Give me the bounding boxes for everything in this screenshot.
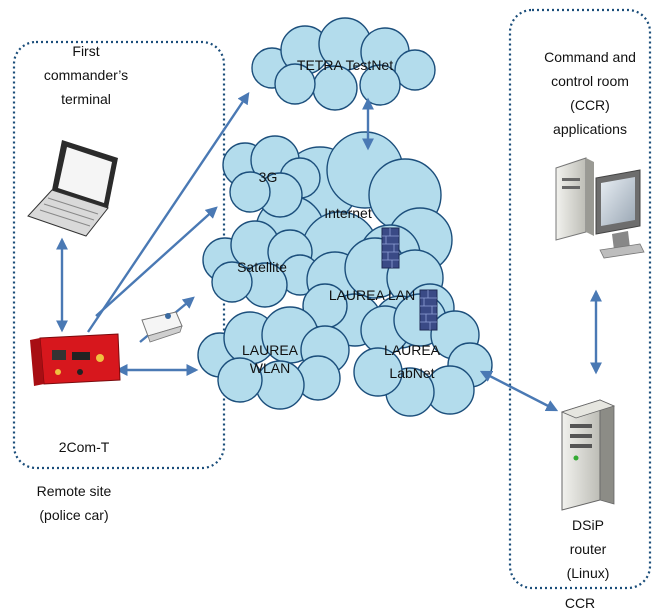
ccr-label: CCR — [565, 595, 595, 611]
arrow-labnet-router — [479, 370, 559, 412]
cloud-label-satellite: Satellite — [237, 259, 287, 275]
router-label-3: (Linux) — [567, 565, 610, 581]
device-label: 2Com-T — [59, 439, 110, 455]
cloud-label-laurea-labnet-1: LAUREA — [384, 342, 441, 358]
cloud-tetra-testnet — [251, 17, 436, 111]
remote-site-label-1: Remote site — [37, 483, 112, 499]
router-label-1: DSiP — [572, 517, 604, 533]
arrow-device-tetra — [87, 92, 250, 333]
radio-device-icon — [30, 333, 121, 386]
cloud-label-laurea-wlan-1: LAUREA — [242, 342, 299, 358]
firewall-icon — [419, 289, 438, 331]
cloud-laurea-wlan — [197, 306, 350, 410]
laptop-icon — [27, 140, 118, 237]
ccr-box — [508, 8, 652, 590]
terminal-label-3: terminal — [61, 91, 111, 107]
cloud-label-internet: Internet — [324, 205, 372, 221]
arrow-device-3g — [95, 206, 218, 317]
ccr-apps-label-3: (CCR) — [570, 97, 610, 113]
firewall-icon — [381, 227, 400, 269]
remote-site-box — [12, 40, 226, 470]
ccr-apps-label-4: applications — [553, 121, 627, 137]
server-tower-icon — [560, 399, 616, 511]
router-label-2: router — [570, 541, 607, 557]
cloud-label-3g: 3G — [259, 169, 278, 185]
terminal-label-2: commander’s — [44, 67, 128, 83]
terminal-label-1: First — [72, 43, 99, 59]
cloud-label-laurea-labnet-2: LabNet — [389, 365, 434, 381]
cloud-3g — [222, 135, 321, 218]
antenna-modem-icon — [141, 311, 183, 343]
ccr-apps-label-2: control room — [551, 73, 629, 89]
cloud-label-laurea-wlan-2: WLAN — [250, 360, 290, 376]
remote-site-label-2: (police car) — [39, 507, 108, 523]
cloud-laurea-labnet — [353, 293, 493, 417]
cloud-label-tetra: TETRA TestNet — [297, 57, 393, 73]
cloud-label-laurea-lan: LAUREA LAN — [329, 287, 415, 303]
desktop-computer-icon — [555, 157, 645, 259]
ccr-apps-label-1: Command and — [544, 49, 636, 65]
